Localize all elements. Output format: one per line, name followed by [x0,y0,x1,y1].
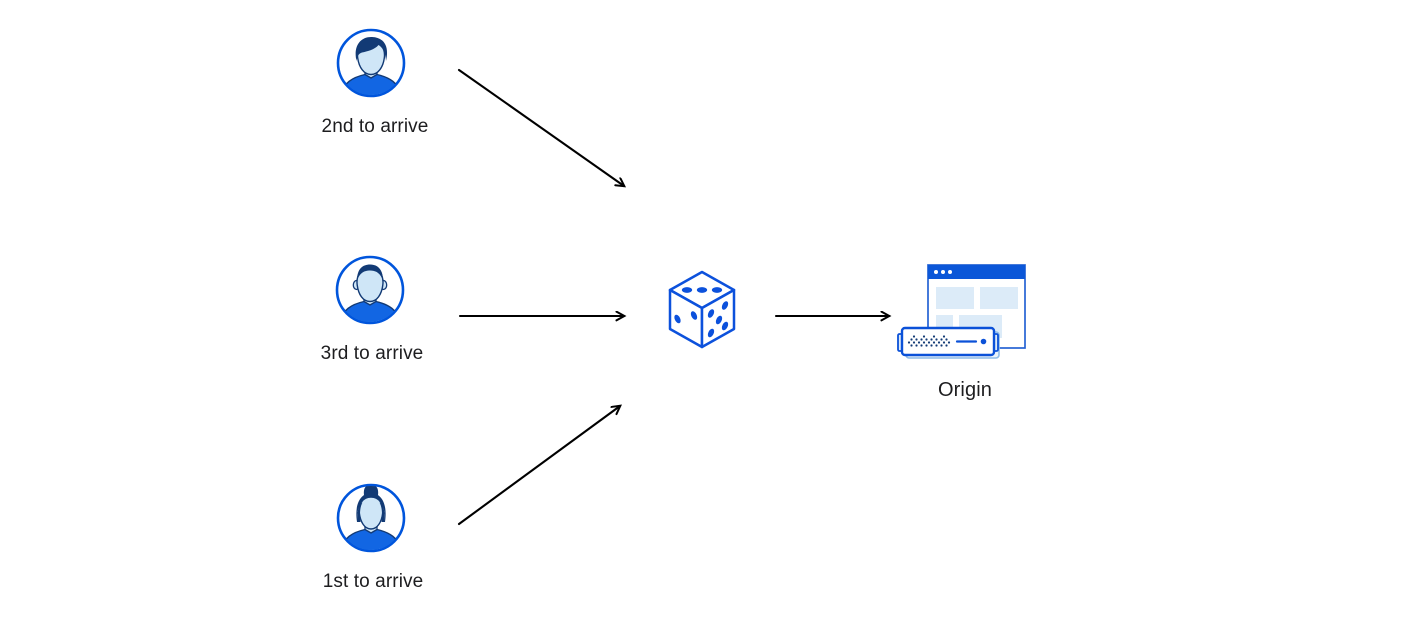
user-label: 2nd to arrive [321,116,429,137]
origin-label: Origin [938,379,992,401]
arrow-second-to-dice [457,68,624,186]
arrow-first-to-dice [457,406,620,526]
user-node-third: 3rd to arrive [321,254,423,364]
browser-window-dots-icon [934,270,952,274]
server-vent-dots [907,335,951,347]
randomizer-node [666,269,738,356]
origin-node: Origin [896,262,1028,401]
user-label: 1st to arrive [322,571,424,592]
user-node-first: 1st to arrive [323,482,423,592]
dice-icon [668,270,736,349]
user-node-second: 2nd to arrive [322,27,428,137]
user-label: 3rd to arrive [320,343,424,364]
user-avatar-woman-hair-bun-icon [336,483,406,553]
origin-server-icon [897,264,1026,359]
user-avatar-man-swept-hair-icon [336,28,406,98]
user-avatar-man-short-hair-icon [335,255,405,325]
